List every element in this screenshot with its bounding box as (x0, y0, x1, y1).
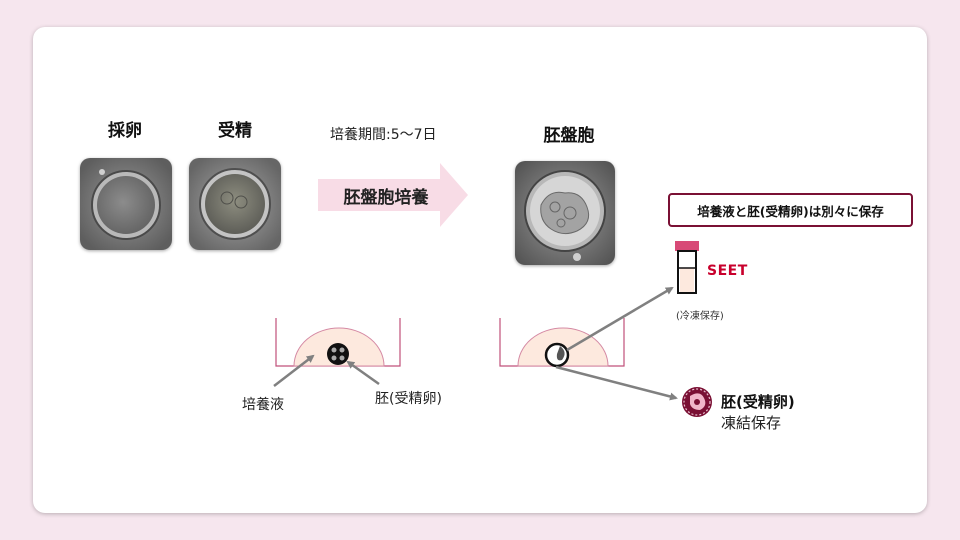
frozen-embryo-label: 胚(受精卵) (721, 391, 795, 412)
culture-dish-left (274, 318, 400, 386)
frozen-embryo-icon (682, 387, 712, 417)
culture-medium-label: 培養液 (242, 394, 284, 414)
embryo-cell-icon (327, 343, 349, 365)
seet-label: SEET (707, 263, 748, 279)
frozen-embryo-sublabel: 凍結保存 (721, 412, 781, 433)
culture-dish-right (500, 288, 676, 398)
frozen-storage-note: (冷凍保存) (676, 307, 724, 322)
test-tube-icon (675, 241, 699, 293)
embryo-label: 胚(受精卵) (375, 388, 442, 408)
